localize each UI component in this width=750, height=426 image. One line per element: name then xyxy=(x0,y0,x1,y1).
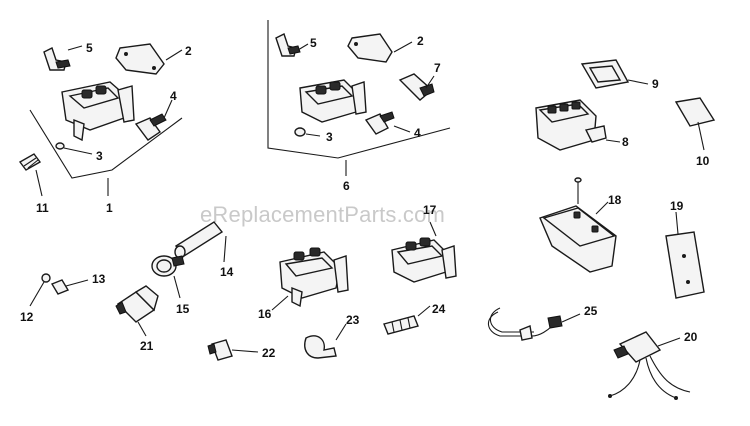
callout-5b: 5 xyxy=(310,36,317,50)
fuel-filter-21[interactable] xyxy=(115,285,159,323)
callout-10: 10 xyxy=(696,154,710,168)
callout-16: 16 xyxy=(258,307,272,321)
kit-1-bracket xyxy=(29,109,183,179)
bolt-11[interactable] xyxy=(18,153,42,171)
leader-lines xyxy=(29,41,705,353)
callout-2: 2 xyxy=(185,44,192,58)
nut-13[interactable] xyxy=(50,279,70,295)
callout-11: 11 xyxy=(36,201,49,215)
washer-12[interactable] xyxy=(41,273,51,283)
elbow-fitting-5b[interactable] xyxy=(275,33,301,57)
gasket-9[interactable] xyxy=(580,59,630,89)
callout-9: 9 xyxy=(652,77,659,91)
stud-24[interactable] xyxy=(383,315,419,335)
callout-7: 7 xyxy=(434,61,441,75)
callout-5: 5 xyxy=(86,41,93,55)
pump-assembly-1[interactable] xyxy=(29,81,183,179)
fuel-pump-16[interactable] xyxy=(279,247,349,308)
callout-13: 13 xyxy=(92,272,106,286)
callout-14: 14 xyxy=(220,265,234,279)
hose-14[interactable] xyxy=(174,221,224,259)
watermark: eReplacementParts.com xyxy=(200,202,445,227)
callout-4: 4 xyxy=(170,89,177,103)
fuel-pump-17[interactable] xyxy=(391,237,457,283)
kit-6-bracket xyxy=(267,20,451,159)
fitting-22[interactable] xyxy=(207,339,233,361)
elbow-fitting-4b[interactable] xyxy=(364,111,395,135)
hose-clamp-15[interactable] xyxy=(151,255,185,277)
callout-22: 22 xyxy=(262,346,276,360)
callout-17: 17 xyxy=(423,203,437,217)
callout-6: 6 xyxy=(343,179,350,193)
callout-12: 12 xyxy=(20,310,34,324)
callout-4b: 4 xyxy=(414,126,421,140)
o-ring-3[interactable] xyxy=(55,142,65,150)
callout-1: 1 xyxy=(106,201,113,215)
callout-19: 19 xyxy=(670,199,684,213)
callout-18: 18 xyxy=(608,193,622,207)
elbow-23[interactable] xyxy=(304,335,337,359)
fuel-pump-8[interactable] xyxy=(535,99,607,151)
callout-3: 3 xyxy=(96,149,103,163)
gasket-2b[interactable] xyxy=(347,33,393,63)
callout-15: 15 xyxy=(176,302,190,316)
pump-assembly-6[interactable] xyxy=(267,20,451,159)
fuel-manifold-18[interactable] xyxy=(539,177,617,273)
plate-10[interactable] xyxy=(674,97,716,127)
callout-25: 25 xyxy=(584,304,598,318)
callout-3b: 3 xyxy=(326,130,333,144)
callout-24: 24 xyxy=(432,302,446,316)
callout-21: 21 xyxy=(140,339,154,353)
callout-23: 23 xyxy=(346,313,360,327)
callout-20: 20 xyxy=(684,330,698,344)
gasket-2[interactable] xyxy=(115,43,165,75)
o-ring-3b[interactable] xyxy=(294,127,306,137)
callout-2b: 2 xyxy=(417,34,424,48)
fuel-line-25[interactable] xyxy=(487,307,563,341)
bracket-19[interactable] xyxy=(665,231,705,299)
elbow-fitting-5[interactable] xyxy=(43,47,71,71)
elbow-fitting-4[interactable] xyxy=(134,113,167,141)
callout-8: 8 xyxy=(622,135,629,149)
sensor-20[interactable] xyxy=(608,331,691,400)
fitting-7[interactable] xyxy=(398,73,435,101)
